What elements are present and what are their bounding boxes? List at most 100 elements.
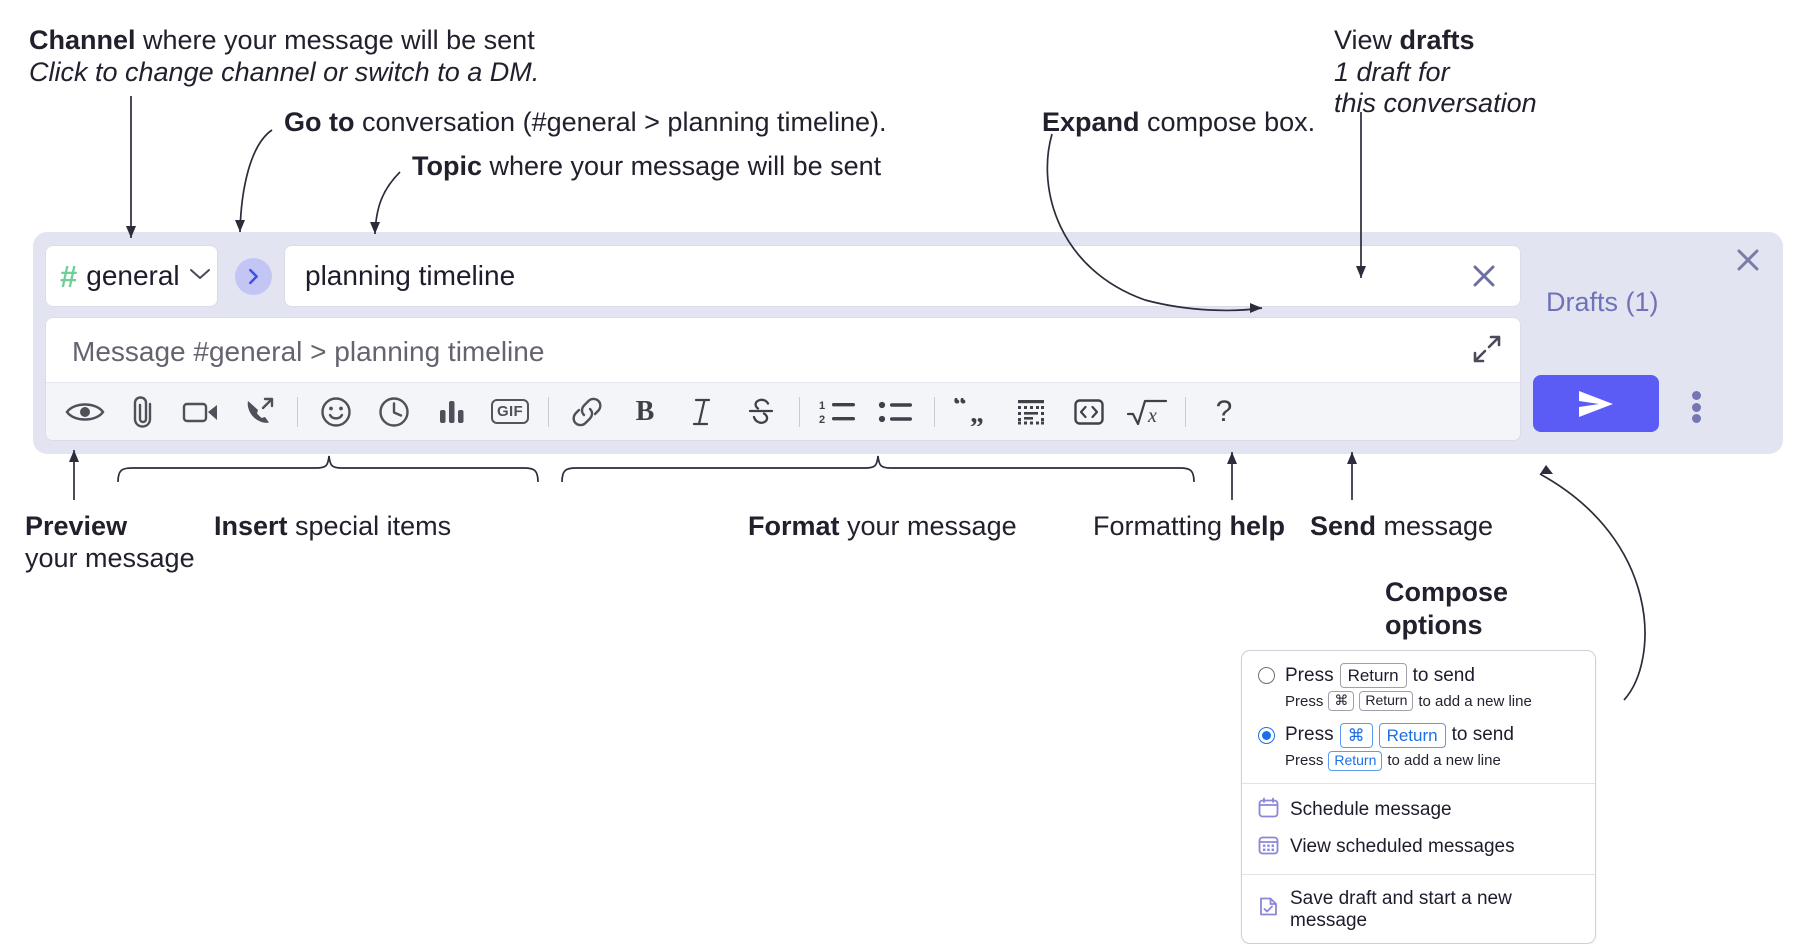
ordered-list-two: 2: [819, 414, 825, 426]
compose-right-rail: Drafts (1): [1533, 232, 1783, 454]
connector-topic: [374, 171, 401, 235]
annotation-drafts-sub1: 1 draft for: [1334, 54, 1450, 90]
annotation-drafts-italic2: this conversation: [1334, 88, 1537, 118]
ordered-list-one: 1: [819, 400, 825, 412]
help-icon[interactable]: ?: [1195, 383, 1253, 441]
brace-format: [561, 455, 1195, 483]
option1-sub-rest: to add a new line: [1418, 692, 1532, 710]
annotation-compose-options-bold1: Compose: [1385, 577, 1509, 607]
audio-clip-icon[interactable]: [230, 383, 288, 441]
annotation-channel: Channel where your message will be sent: [29, 22, 535, 58]
code-block-icon[interactable]: [1002, 383, 1060, 441]
attachment-icon[interactable]: [114, 383, 172, 441]
chevron-right-icon: [249, 268, 258, 285]
formatting-toolbar: GIF B 1 2: [46, 382, 1520, 440]
option-return-sub: Press ⌘ Return to add a new line: [1242, 690, 1595, 715]
send-button[interactable]: [1533, 375, 1659, 432]
message-placeholder: Message #general > planning timeline: [72, 336, 545, 367]
annotation-drafts: View drafts: [1334, 22, 1475, 58]
annotation-format-rest: your message: [839, 511, 1017, 541]
menu-item-label: Schedule message: [1290, 799, 1452, 820]
link-icon[interactable]: [558, 383, 616, 441]
radio-return[interactable]: [1258, 667, 1275, 685]
annotation-send-rest: message: [1376, 511, 1494, 541]
preview-icon[interactable]: [56, 383, 114, 441]
annotation-expand-rest: compose box.: [1139, 107, 1316, 137]
option-cmd-return-sub: Press Return to add a new line: [1242, 750, 1595, 775]
strikethrough-icon[interactable]: [732, 383, 790, 441]
kebab-dot: [1691, 402, 1701, 412]
option-cmd-return-to-send[interactable]: Press ⌘ Return to send: [1242, 721, 1595, 750]
annotation-format-bold: Format: [748, 511, 840, 541]
ordered-list-icon[interactable]: 1 2: [809, 383, 867, 441]
menu-item-schedule-message[interactable]: Schedule message: [1242, 792, 1595, 829]
annotation-insert: Insert special items: [214, 508, 451, 544]
menu-divider: [1242, 782, 1595, 784]
emoji-icon[interactable]: [307, 383, 365, 441]
annotation-compose-options-2: options: [1385, 607, 1482, 643]
hash-icon: #: [60, 258, 78, 294]
help-label: ?: [1215, 394, 1233, 428]
italic-icon[interactable]: [674, 383, 732, 441]
annotation-topic-rest: where your message will be sent: [482, 151, 882, 181]
send-paper-plane-icon: [1579, 390, 1613, 417]
panel-close-button[interactable]: [1730, 242, 1766, 278]
annotation-goto: Go to conversation (#general > planning …: [284, 104, 887, 140]
message-input-box[interactable]: Message #general > planning timeline: [45, 317, 1521, 441]
option-return-to-send[interactable]: Press Return to send: [1242, 661, 1595, 690]
toolbar-divider: [548, 396, 549, 427]
option-return-text: Press Return to send: [1285, 663, 1475, 689]
svg-text:“: “: [953, 398, 967, 421]
goto-conversation-button[interactable]: [235, 258, 272, 295]
option2-key-return: Return: [1378, 722, 1446, 748]
annotation-compose-options-1: Compose: [1385, 574, 1508, 610]
blockquote-icon[interactable]: “ „: [944, 383, 1002, 441]
menu-item-view-scheduled-messages[interactable]: View scheduled messages: [1242, 829, 1595, 866]
expand-compose-button[interactable]: [1472, 334, 1504, 366]
close-icon: [1737, 249, 1759, 271]
gif-icon[interactable]: GIF: [481, 383, 539, 441]
annotation-format: Format your message: [748, 508, 1017, 544]
annotation-send: Send message: [1310, 508, 1493, 544]
option1-tosend-label: to send: [1412, 664, 1475, 686]
annotation-preview-rest: your message: [25, 543, 195, 573]
annotation-insert-bold: Insert: [214, 511, 288, 541]
code-icon[interactable]: [1060, 383, 1118, 441]
drafts-link[interactable]: Drafts (1): [1546, 287, 1659, 317]
toolbar-divider: [297, 396, 298, 427]
poll-icon[interactable]: [423, 383, 481, 441]
option2-tosend-label: to send: [1451, 724, 1514, 746]
save-draft-icon: [1258, 896, 1279, 923]
clock-icon[interactable]: [365, 383, 423, 441]
bulleted-list-icon[interactable]: [867, 383, 925, 441]
channel-selector[interactable]: # general: [45, 245, 218, 307]
option1-sub-key-cmd: ⌘: [1328, 691, 1355, 711]
annotation-compose-options-bold2: options: [1385, 610, 1483, 640]
topic-input[interactable]: [303, 259, 1466, 293]
annotation-channel-rest: where your message will be sent: [135, 25, 535, 55]
math-x-label: x: [1147, 405, 1157, 427]
math-icon[interactable]: x: [1118, 383, 1176, 441]
radio-cmd-return[interactable]: [1258, 726, 1275, 744]
calendar-grid-icon: [1258, 834, 1279, 861]
annotation-channel-sub: Click to change channel or switch to a D…: [29, 54, 539, 90]
topic-clear-button[interactable]: [1466, 258, 1502, 294]
option1-key-return: Return: [1339, 663, 1407, 689]
compose-options-menu: Press Return to send Press ⌘ Return to a…: [1241, 650, 1596, 944]
menu-item-save-draft[interactable]: Save draft and start a new message: [1242, 883, 1595, 937]
option1-sub-press: Press: [1285, 692, 1324, 710]
annotation-channel-bold: Channel: [29, 25, 136, 55]
option1-press-label: Press: [1285, 664, 1334, 686]
kebab-dot: [1691, 391, 1701, 400]
compose-options-button[interactable]: [1679, 387, 1713, 427]
annotation-help: Formatting help: [1093, 508, 1285, 544]
video-clip-icon[interactable]: [172, 383, 230, 441]
annotation-goto-rest: conversation (#general > planning timeli…: [354, 107, 887, 137]
topic-field[interactable]: [284, 245, 1521, 307]
channel-name-label: general: [86, 260, 180, 291]
option-cmd-return-text: Press ⌘ Return to send: [1285, 722, 1514, 748]
bold-icon[interactable]: B: [616, 383, 674, 441]
annotation-preview: Preview: [25, 508, 127, 544]
annotation-topic: Topic where your message will be sent: [412, 148, 881, 184]
annotation-help-rest: Formatting: [1093, 511, 1230, 541]
